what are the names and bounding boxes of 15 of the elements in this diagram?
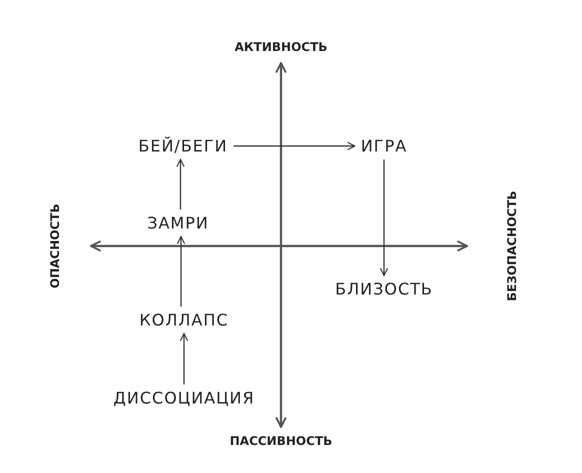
axis-label: ОПАСНОСТЬ <box>48 204 62 288</box>
arrow <box>380 160 388 276</box>
state-label: КОЛЛАПС <box>133 306 235 334</box>
arrow <box>234 142 356 150</box>
arrow <box>176 236 186 306</box>
state-label: БЕЙ/БЕГИ <box>132 132 234 160</box>
state-label: ДИССОЦИАЦИЯ <box>107 384 261 412</box>
state-label: ИГРА <box>354 132 414 160</box>
state-label: ЗАМРИ <box>141 210 215 236</box>
state-label: БЛИЗОСТЬ <box>329 276 439 302</box>
axis-label: АКТИВНОСТЬ <box>234 40 328 54</box>
axis-label: ПАССИВНОСТЬ <box>230 434 332 448</box>
arrow <box>176 158 185 210</box>
axis-label: БЕЗОПАСНОСТЬ <box>505 190 519 302</box>
arrow <box>180 332 188 384</box>
